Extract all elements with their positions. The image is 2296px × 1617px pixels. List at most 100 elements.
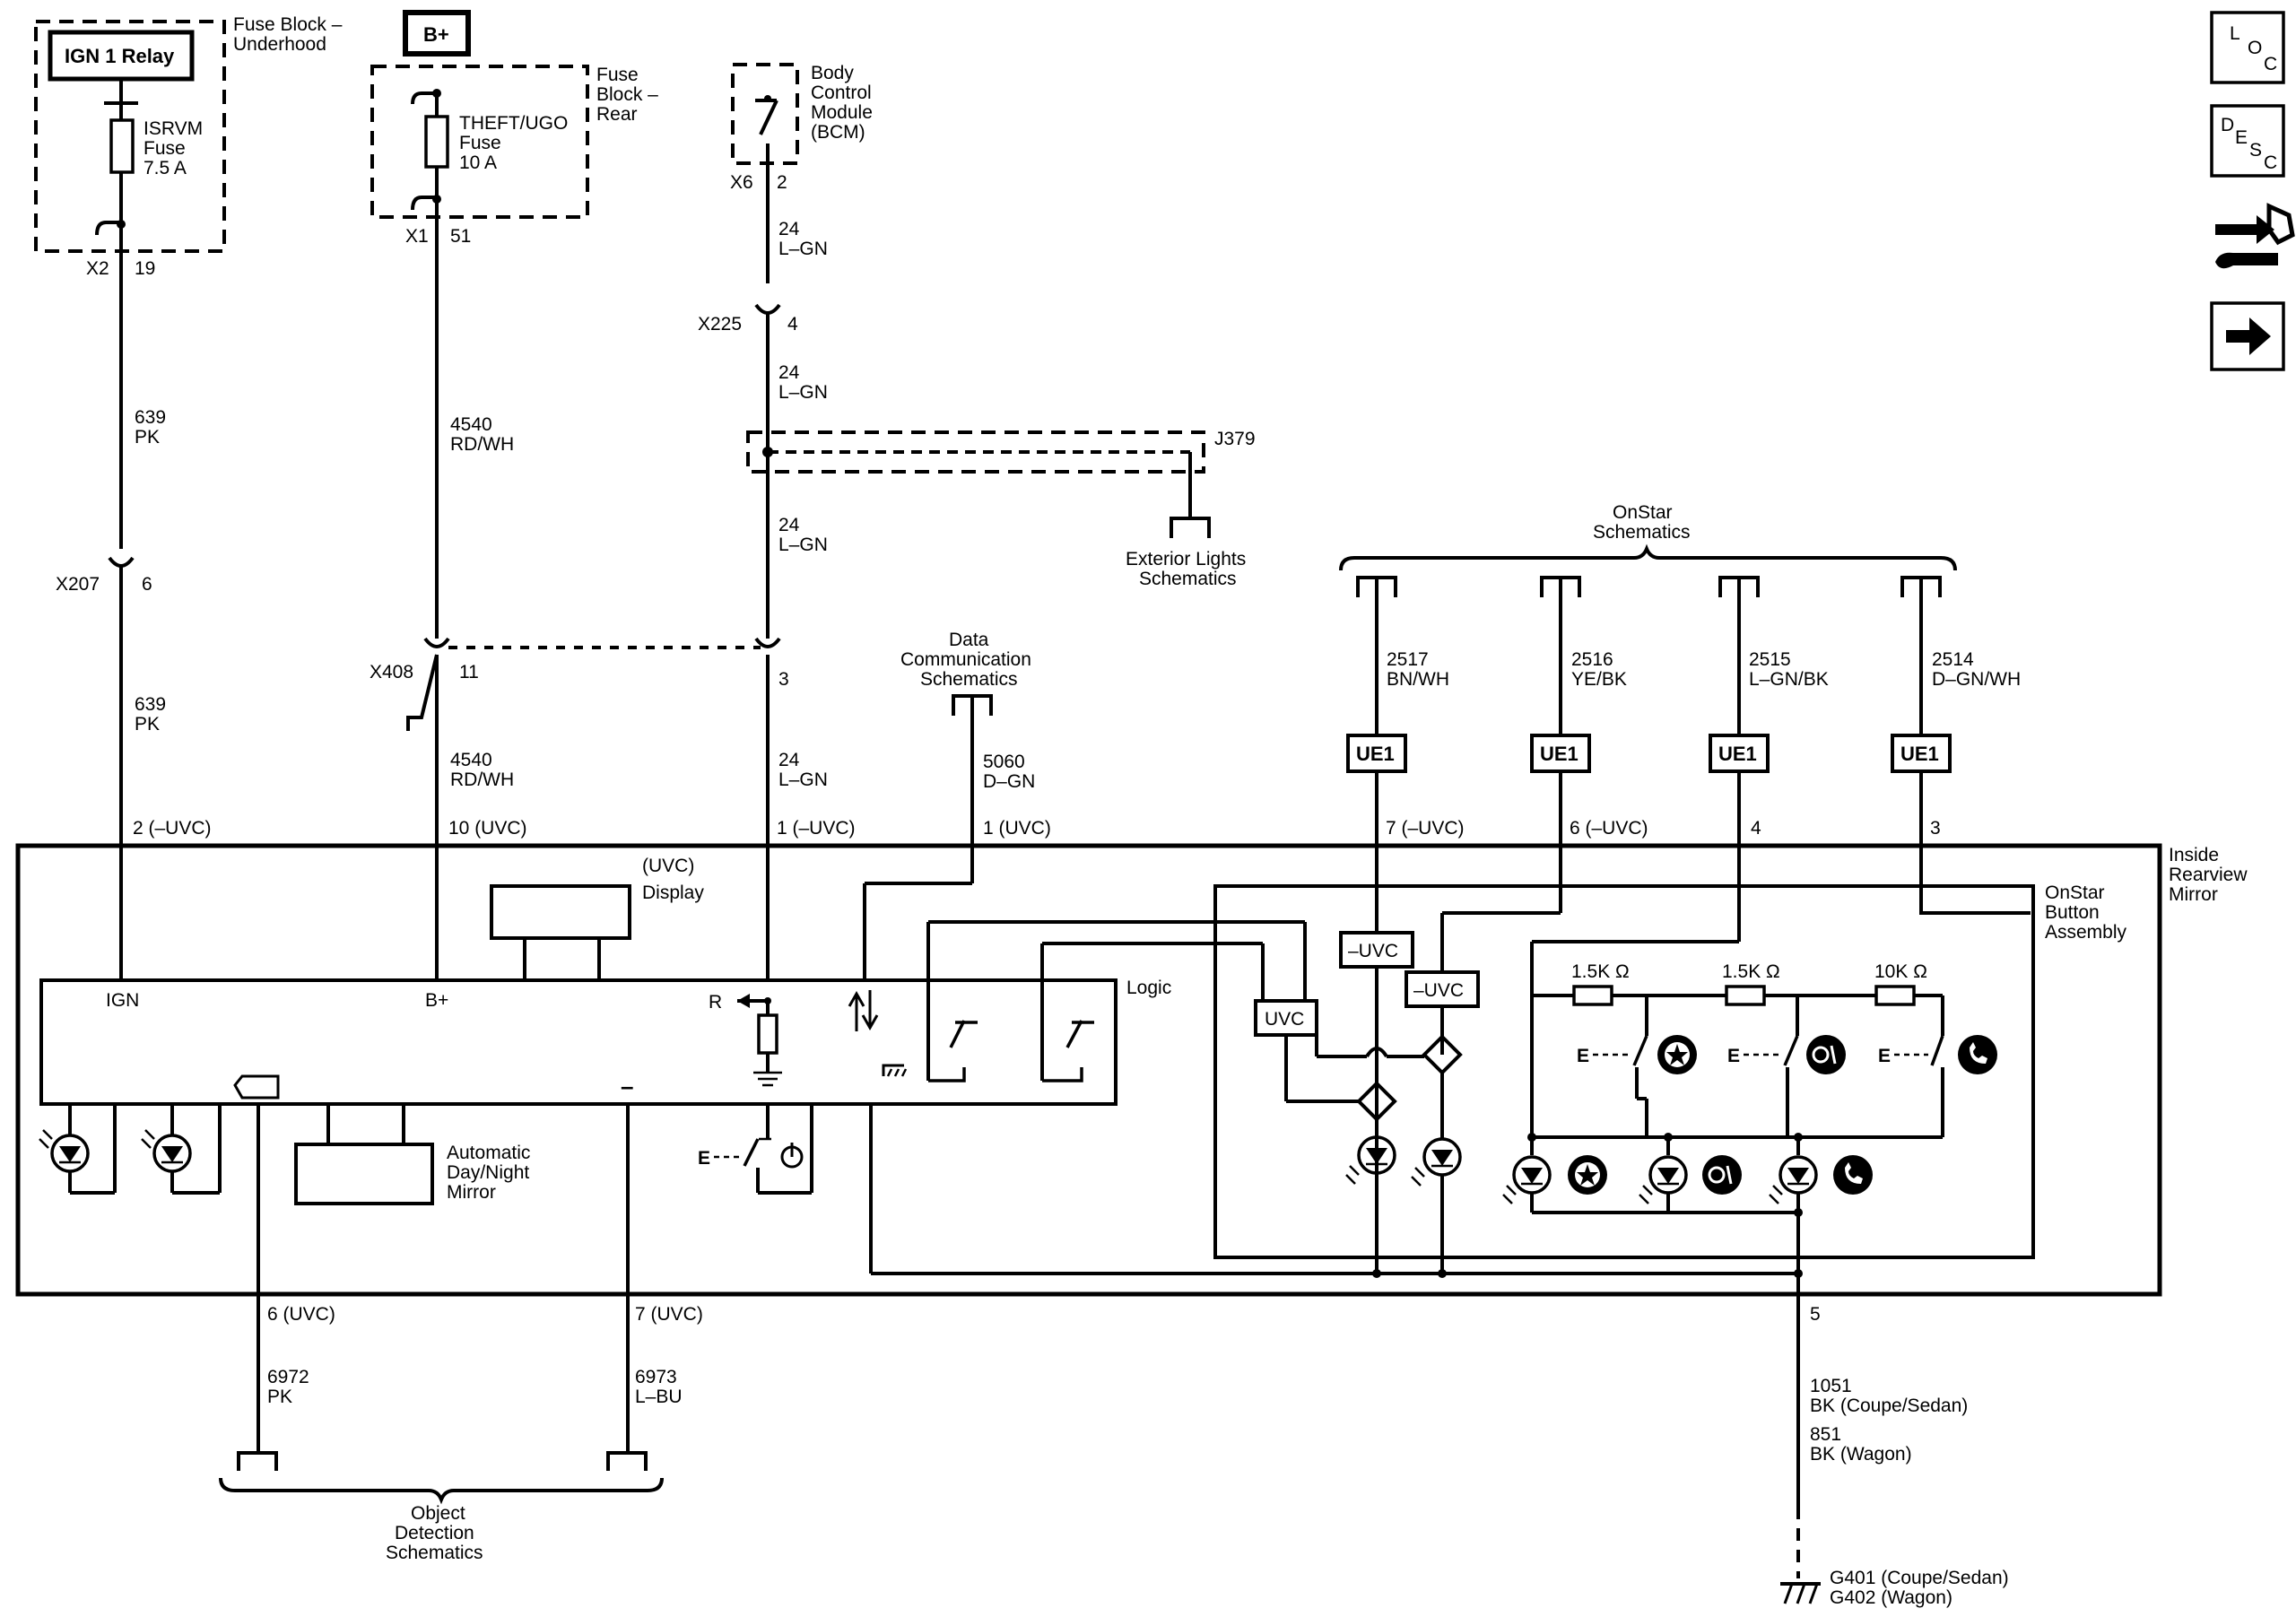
wire-4540-color: RD/WH xyxy=(450,434,514,455)
wire-24-color-4: L–GN xyxy=(778,769,828,790)
wire-2516-num: 2516 xyxy=(1571,649,1613,670)
wire-1051-color: BK (Coupe/Sedan) xyxy=(1810,1395,1968,1416)
x408-connector-symbol xyxy=(423,637,450,648)
desc-icon[interactable]: D E S C xyxy=(2210,104,2285,178)
svg-text:C: C xyxy=(2264,54,2277,74)
minus-label: – xyxy=(621,1073,633,1100)
wire-24-color-1: L–GN xyxy=(778,239,828,259)
ground-g402: G402 (Wagon) xyxy=(1830,1587,1952,1608)
object-det-label-1: Object xyxy=(411,1503,465,1524)
bcm-label-2: Control xyxy=(811,83,872,103)
pin-2-uvc: 2 (–UVC) xyxy=(133,818,212,839)
fuse-block-rear xyxy=(370,65,589,219)
assembly-label-1: OnStar xyxy=(2045,882,2105,903)
inside-rearview-mirror: Inside Rearview Mirror (UVC) Display Log… xyxy=(15,843,2248,1325)
j379-splice-box xyxy=(746,430,1205,474)
connector-tool-icon[interactable] xyxy=(2215,203,2295,269)
power-button-switch: E xyxy=(698,1104,813,1195)
r-pin-label: R xyxy=(709,992,722,1013)
exterior-lights-connector xyxy=(1170,517,1211,538)
display-uvc-tag: (UVC) xyxy=(642,856,694,876)
pin-6-neg-uvc: 6 (–UVC) xyxy=(1570,818,1648,839)
object-det-brace xyxy=(219,1477,664,1505)
wire-6972-num: 6972 xyxy=(267,1367,309,1387)
theft-fuse-label-2: Fuse xyxy=(459,133,501,153)
object-det-label-3: Schematics xyxy=(386,1543,483,1563)
x225-connector-symbol xyxy=(754,303,781,315)
ign-relay-label: IGN 1 Relay xyxy=(65,45,175,67)
wire-24-color-2: L–GN xyxy=(778,382,828,403)
wire-2517-color: BN/WH xyxy=(1387,669,1449,690)
mirror-label-2: Rearview xyxy=(2169,865,2248,885)
pin-7-neg-uvc: 7 (–UVC) xyxy=(1386,818,1465,839)
svg-text:O: O xyxy=(2248,38,2262,58)
wire-6973-color: L–BU xyxy=(635,1387,683,1407)
pin-6-uvc: 6 (UVC) xyxy=(267,1304,335,1325)
next-arrow-icon[interactable] xyxy=(2210,301,2285,371)
neg-uvc-label-1: –UVC xyxy=(1348,941,1398,961)
pin-10-uvc: 10 (UVC) xyxy=(448,818,527,839)
pin-19: 19 xyxy=(135,258,155,279)
onstar-circuit: OnStar Schematics 2517 BN/WH 2516 YE/BK … xyxy=(1339,502,2021,942)
loc-icon[interactable]: L O C xyxy=(2210,11,2285,84)
pin-5: 5 xyxy=(1810,1304,1821,1325)
wire-24-num-4: 24 xyxy=(778,750,800,770)
svg-text:E: E xyxy=(2235,127,2248,148)
ue1-label-3: UE1 xyxy=(1718,743,1757,765)
wire-4540-color-2: RD/WH xyxy=(450,769,514,790)
adn-label-1: Automatic xyxy=(447,1143,530,1163)
exterior-lights-label-1: Exterior Lights xyxy=(1126,549,1246,569)
pin-4: 4 xyxy=(1751,818,1761,839)
onstar-logo-icon xyxy=(1806,1035,1846,1074)
svg-text:E: E xyxy=(1727,1046,1740,1066)
wire-639-color-2: PK xyxy=(135,714,160,735)
data-comm-circuit: Data Communication Schematics 5060 D–GN … xyxy=(900,630,1051,883)
resistor-label-1: 1.5K Ω xyxy=(1571,961,1630,982)
adn-label-2: Day/Night xyxy=(447,1162,529,1183)
fuse-block-underhood-label-2: Underhood xyxy=(233,34,326,55)
onstar-label-1: OnStar xyxy=(1613,502,1673,523)
svg-text:L: L xyxy=(2230,23,2240,44)
onstar-brace xyxy=(1339,543,1957,571)
onstar-button-assembly xyxy=(1213,884,2035,1259)
isrvm-fuse xyxy=(109,118,135,174)
object-detection-circuit: 6 (UVC) 6972 PK 7 (UVC) 6973 L–BU Object… xyxy=(219,1294,703,1563)
auto-day-night-box xyxy=(294,1143,434,1205)
isrvm-fuse-label-3: 7.5 A xyxy=(144,158,187,178)
fuse-block-underhood-label-1: Fuse Block – xyxy=(233,14,343,35)
onstar-button-switch: E xyxy=(1727,1035,1846,1137)
pin-2: 2 xyxy=(777,172,787,193)
theft-fuse-label-3: 10 A xyxy=(459,152,497,173)
ign-pin-label: IGN xyxy=(106,990,139,1011)
resistor-1-5k-b xyxy=(1725,985,1766,1006)
uvc-label: UVC xyxy=(1265,1009,1304,1030)
ue1-label-2: UE1 xyxy=(1540,743,1578,765)
wire-6973-num: 6973 xyxy=(635,1367,677,1387)
isrvm-fuse-label-2: Fuse xyxy=(144,138,186,159)
led-row xyxy=(1502,1137,1873,1214)
ue1-label-4: UE1 xyxy=(1900,743,1939,765)
bplus-label: B+ xyxy=(423,23,449,46)
wire-2517-num: 2517 xyxy=(1387,649,1429,670)
wire-6972-color: PK xyxy=(267,1387,292,1407)
wire-851-num: 851 xyxy=(1810,1424,1841,1445)
wire-639-num: 639 xyxy=(135,407,166,428)
phone-led-icon xyxy=(1833,1155,1873,1195)
ground-g401: G401 (Coupe/Sedan) xyxy=(1830,1568,2009,1588)
wire-24-color-3: L–GN xyxy=(778,535,828,555)
mirror-outline xyxy=(15,843,2162,1297)
wire-851-color: BK (Wagon) xyxy=(1810,1444,1912,1465)
theft-fuse-label-1: THEFT/UGO xyxy=(459,113,568,134)
adn-label-3: Mirror xyxy=(447,1182,496,1203)
connector-x2: X2 xyxy=(86,258,109,279)
exterior-lights-label-2: Schematics xyxy=(1139,569,1237,589)
object-det-connector-b xyxy=(606,1451,648,1471)
bplus-circuit: B+ Fuse Block – Rear THEFT/UGO Fuse 10 A… xyxy=(370,10,761,980)
onstar-label-2: Schematics xyxy=(1593,522,1691,543)
indicator-led-left-1 xyxy=(39,1104,117,1195)
wire-639-color: PK xyxy=(135,427,160,448)
phone-button-switch: E xyxy=(1878,1035,1997,1137)
resistor-label-3: 10K Ω xyxy=(1874,961,1927,982)
fuse-block-rear-label-3: Rear xyxy=(596,104,638,125)
